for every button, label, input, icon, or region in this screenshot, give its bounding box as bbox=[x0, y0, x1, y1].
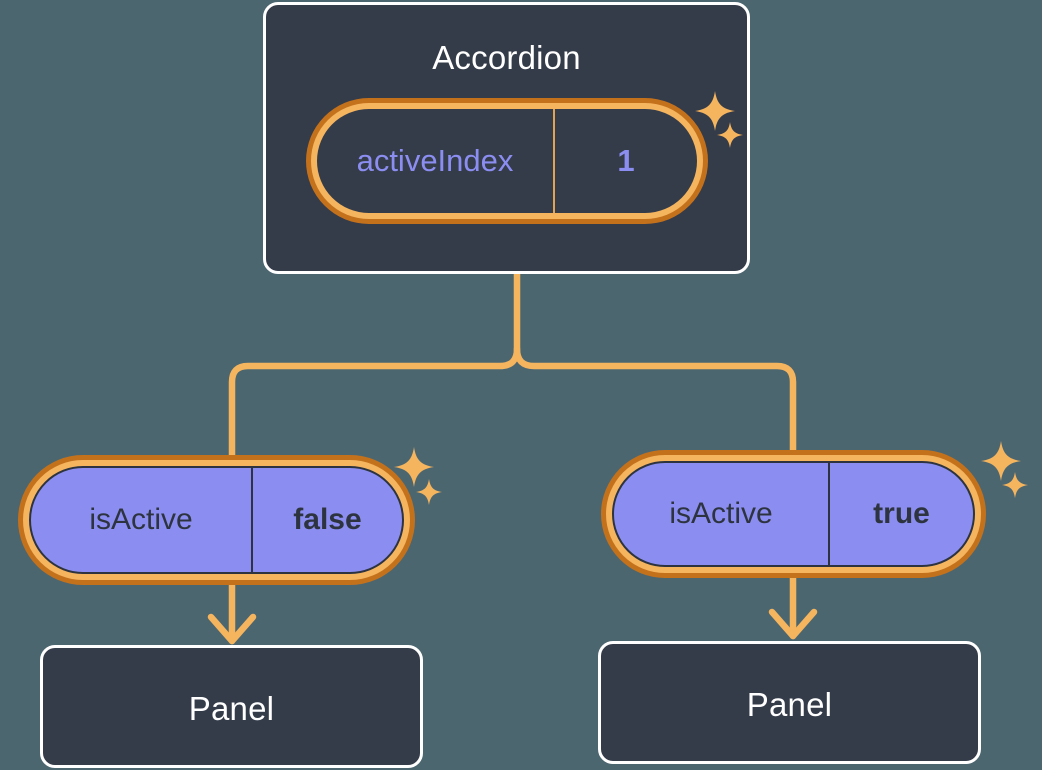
prop-pill-isactive-true[interactable]: isActive true bbox=[601, 450, 986, 578]
state-pill-value: 1 bbox=[553, 109, 697, 213]
prop-pill-body-right: isActive true bbox=[612, 461, 975, 567]
connector-parent-to-child-right bbox=[513, 345, 797, 459]
prop-pill-value-right: true bbox=[828, 463, 973, 565]
sparkle-icon bbox=[981, 441, 1021, 481]
panel-card-left-title: Panel bbox=[188, 690, 275, 727]
state-pill-ring: activeIndex 1 bbox=[311, 103, 703, 219]
prop-pill-key-right: isActive bbox=[669, 497, 773, 530]
panel-card-right-title: Panel bbox=[746, 686, 833, 723]
state-pill-activeindex[interactable]: activeIndex 1 bbox=[306, 98, 708, 224]
sparkle-icon-small bbox=[416, 479, 442, 505]
panel-card-right[interactable]: Panel bbox=[598, 641, 981, 764]
arrow-right-head-icon bbox=[768, 608, 818, 640]
prop-pill-ring-right: isActive true bbox=[606, 455, 981, 573]
state-pill-body: activeIndex 1 bbox=[317, 109, 697, 213]
prop-pill-ring-left: isActive false bbox=[23, 460, 410, 580]
arrow-left-head-icon bbox=[207, 613, 257, 645]
sparkle-icon-small bbox=[1002, 472, 1028, 498]
connector-parent-to-children bbox=[228, 268, 521, 459]
prop-pill-isactive-false[interactable]: isActive false bbox=[18, 455, 415, 585]
state-pill-key: activeIndex bbox=[356, 143, 514, 178]
panel-card-left[interactable]: Panel bbox=[40, 645, 423, 768]
prop-pill-key-left: isActive bbox=[89, 503, 193, 536]
accordion-card-title: Accordion bbox=[432, 39, 581, 76]
prop-pill-body-left: isActive false bbox=[29, 466, 404, 574]
prop-pill-value-left: false bbox=[251, 468, 402, 572]
